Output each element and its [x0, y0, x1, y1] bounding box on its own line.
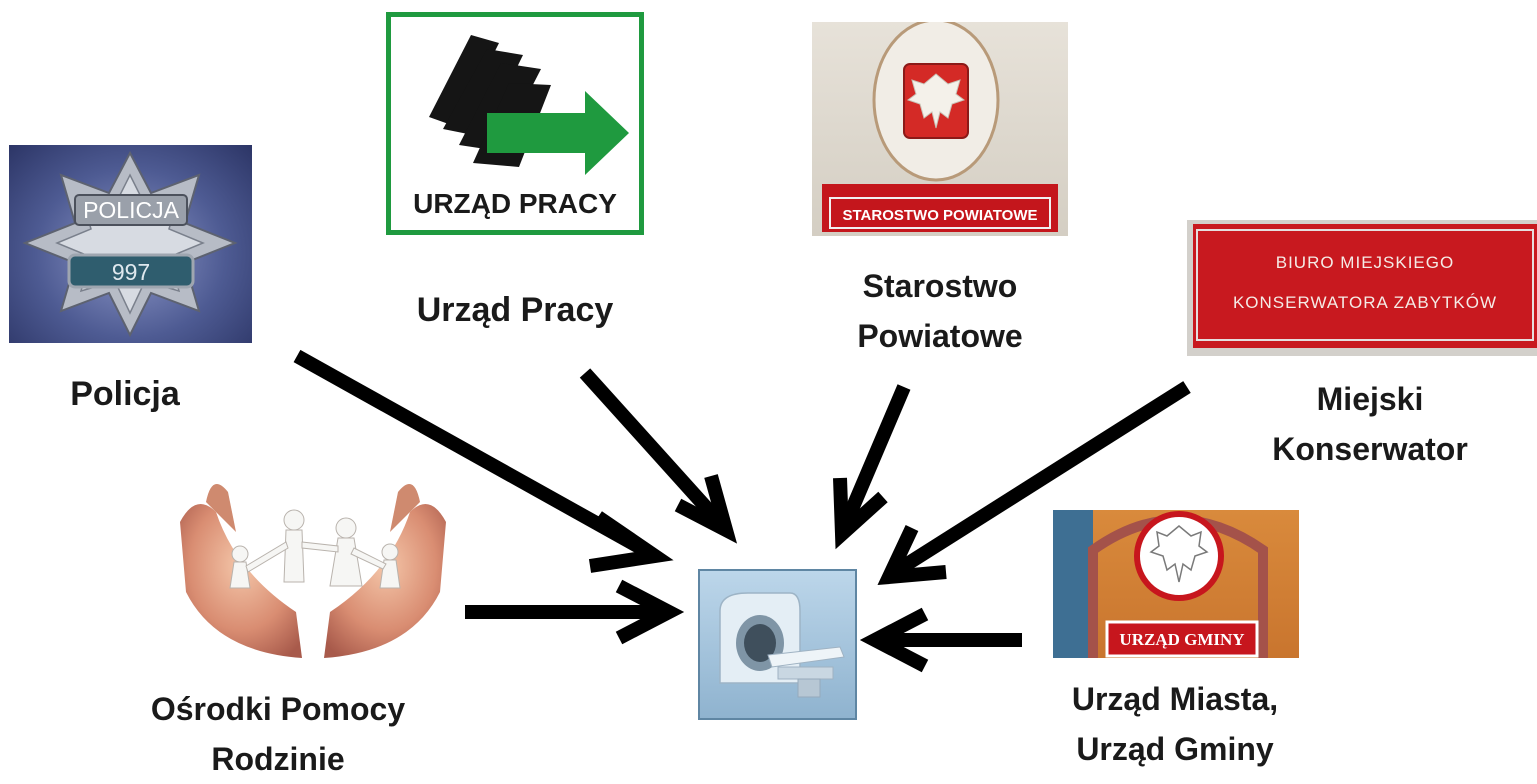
urzad-pracy-logo-image: URZĄD PRACY [386, 12, 644, 235]
arrow-konserwator [877, 381, 1191, 586]
policja-badge-image: POLICJA 997 [9, 145, 252, 343]
policja-badge-top-text: POLICJA [83, 197, 180, 223]
urzad-gminy-eagle-sign-icon: URZĄD GMINY [1053, 510, 1268, 658]
konserwator-caption-line1: Miejski [1316, 381, 1424, 417]
osrodki-caption-line2: Rodzinie [211, 740, 345, 777]
konserwator-caption-line2: Konserwator [1272, 430, 1468, 467]
starostwo-caption-line1: Starostwo [862, 268, 1018, 304]
hands-holding-family-icon [180, 484, 446, 658]
urzad-pracy-logo-text: URZĄD PRACY [413, 188, 617, 219]
konserwator-caption: Miejski Konserwator [1220, 375, 1520, 474]
osrodki-hands-family-image [176, 462, 450, 662]
osrodki-caption: Ośrodki Pomocy Rodzinie [108, 685, 448, 784]
arrow-osrodki [465, 579, 685, 645]
urzad-gminy-sign-image: URZĄD GMINY [1053, 510, 1299, 658]
urzad-miasta-caption-line1: Urząd Miasta, [1071, 681, 1279, 717]
konserwator-sign-image: BIURO MIEJSKIEGO KONSERWATORA ZABYTKÓW [1187, 220, 1537, 356]
policja-caption: Policja [70, 375, 180, 413]
urzad-miasta-caption-line2: Urząd Gminy [1076, 730, 1274, 767]
starostwo-caption: Starostwo Powiatowe [800, 262, 1080, 361]
starostwo-eagle-sign-icon: STAROSTWO POWIATOWE [822, 22, 1058, 232]
center-mri-image [698, 569, 857, 720]
arrow-policja [293, 349, 674, 573]
starostwo-sign-image: STAROSTWO POWIATOWE [812, 22, 1068, 236]
konserwator-red-sign-icon: BIURO MIEJSKIEGO KONSERWATORA ZABYTKÓW [1193, 224, 1537, 348]
konserwator-sign-line2: KONSERWATORA ZABYTKÓW [1233, 293, 1497, 312]
starostwo-sign-text: STAROSTWO POWIATOWE [843, 207, 1038, 224]
urzad-pracy-caption: Urząd Pracy [416, 291, 614, 329]
urzad-gminy-sign-text: URZĄD GMINY [1119, 630, 1244, 649]
osrodki-caption-line1: Ośrodki Pomocy [150, 691, 406, 727]
urzad-miasta-caption: Urząd Miasta, Urząd Gminy [1030, 675, 1320, 774]
police-star-icon: POLICJA 997 [22, 150, 238, 338]
mri-scanner-icon [700, 571, 855, 718]
urzad-pracy-arrow-logo-icon: URZĄD PRACY [413, 35, 629, 219]
starostwo-caption-line2: Powiatowe [857, 317, 1023, 354]
policja-badge-number: 997 [112, 259, 150, 285]
arrow-urzad-pracy [579, 368, 738, 544]
konserwator-sign-line1: BIURO MIEJSKIEGO [1276, 253, 1454, 272]
arrow-urzad-miasta [859, 607, 1022, 673]
arrow-starostwo [833, 384, 911, 550]
